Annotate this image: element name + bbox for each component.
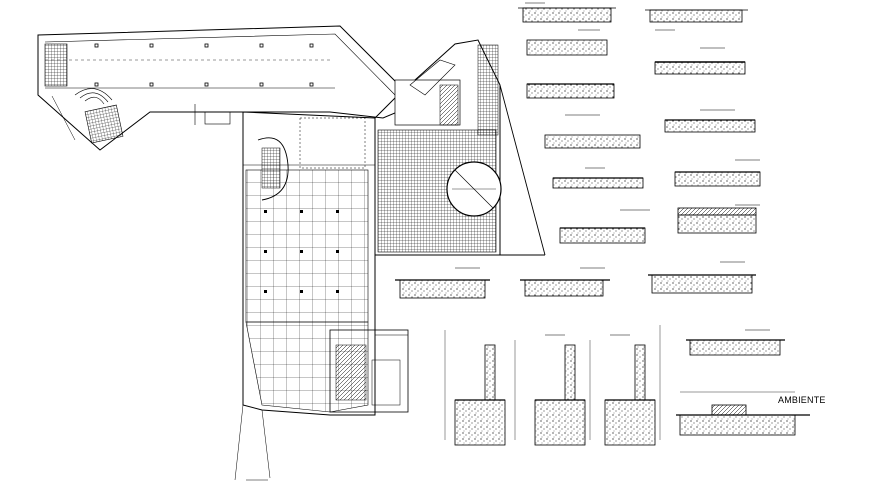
annotation-ticks [455, 2, 770, 336]
wall-section-2 [534, 344, 586, 446]
main-hall-grid [245, 169, 369, 323]
ambiente-label: AMBIENTE [778, 395, 826, 405]
corridor-inner-line [44, 33, 399, 99]
right-wing [374, 39, 546, 256]
floor-plan [37, 25, 411, 481]
stair-block [74, 88, 124, 144]
annex [329, 329, 409, 413]
corridor-outline [37, 25, 411, 151]
hall-columns [264, 210, 339, 293]
section-details [395, 7, 810, 446]
corridor-columns [94, 43, 314, 87]
wall-section-1 [454, 344, 506, 446]
wall-section-3 [604, 344, 656, 446]
corner-hatch [44, 43, 68, 87]
